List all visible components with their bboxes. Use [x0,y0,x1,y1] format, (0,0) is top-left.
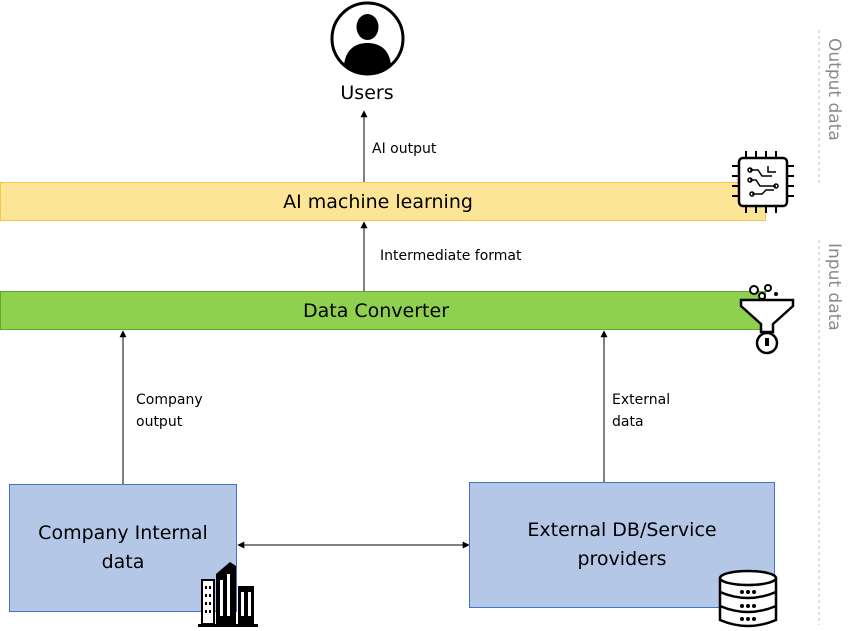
ai-chip-icon [732,151,794,213]
funnel-filter-icon [739,284,795,355]
external-data-label: External data [612,392,671,430]
input-data-side-label: Input data [824,243,844,331]
user-icon [330,1,405,76]
ai-layer-label: AI machine learning [283,190,473,213]
data-converter-label: Data Converter [302,299,450,322]
output-data-side-label: Output data [824,38,844,141]
buildings-icon [198,562,258,627]
intermediate-format-label: Intermediate format [380,248,522,264]
data-converter-layer: Data Converter [0,291,766,330]
company-output-label: Company output [136,392,203,430]
company-internal-data-box: Company Internal data [9,484,237,612]
ai-output-label: AI output [372,141,437,157]
users-label: Users [340,82,394,104]
ai-machine-learning-layer: AI machine learning [0,182,766,221]
database-server-icon [718,569,778,628]
